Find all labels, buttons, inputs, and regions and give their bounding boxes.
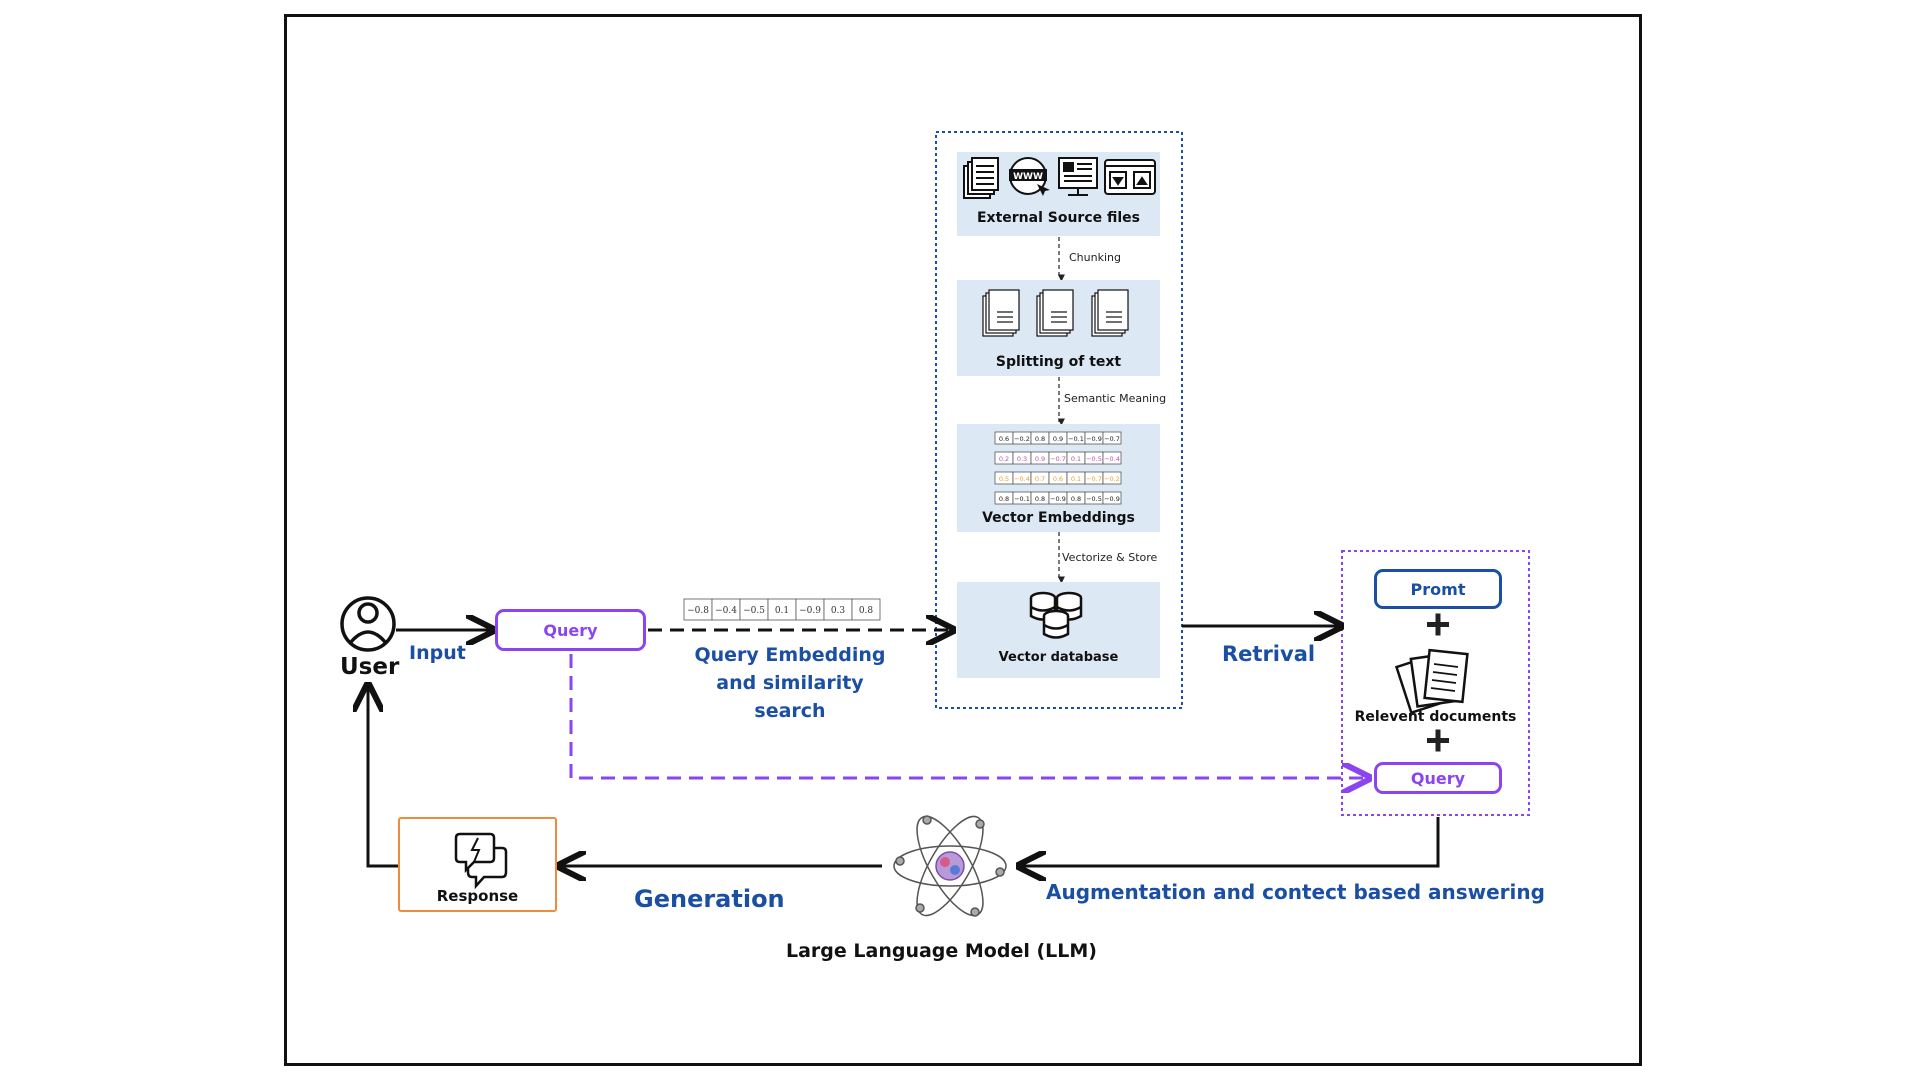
response-label: Response <box>436 887 519 905</box>
matrix-value: −0.9 <box>1104 495 1120 503</box>
llm-label: Large Language Model (LLM) <box>786 940 1097 962</box>
webpage-icon <box>1058 157 1098 196</box>
embedding-value: 0.1 <box>775 606 789 616</box>
matrix-value: −0.4 <box>1104 455 1120 463</box>
query-embedding-line: search <box>754 700 826 722</box>
documents-stack-icon <box>1394 648 1469 715</box>
vector-database-title: Vector database <box>998 650 1119 665</box>
matrix-value: −0.7 <box>1086 475 1102 483</box>
response-box[interactable]: Response <box>398 817 557 912</box>
query-box[interactable]: Query <box>495 609 646 651</box>
matrix-value: −0.2 <box>1104 475 1120 483</box>
query-box-label: Query <box>543 620 598 640</box>
chat-bubble-icon <box>454 832 508 890</box>
split-docs-icons <box>982 289 1129 337</box>
user-icon <box>340 596 396 652</box>
database-icon <box>1029 591 1083 639</box>
download-upload-icon <box>1104 159 1156 195</box>
splitting-panel: Splitting of text <box>957 280 1160 376</box>
embedding-value: −0.4 <box>715 606 737 616</box>
matrix-value: −0.1 <box>1014 495 1030 503</box>
matrix-value: −0.7 <box>1104 435 1120 443</box>
embedding-value: 0.8 <box>859 606 874 616</box>
embedding-value: −0.5 <box>743 606 765 616</box>
llm-atom-icon <box>893 815 1007 917</box>
matrix-value: 0.1 <box>1071 455 1081 463</box>
external-source-icons: WWW <box>963 157 1156 199</box>
embedding-cell <box>851 598 881 621</box>
external-source-panel: WWW External Source files <box>957 152 1160 236</box>
vector-embeddings-title: Vector Embeddings <box>982 510 1135 526</box>
embedding-value: −0.9 <box>799 606 821 616</box>
diagram-frame <box>284 14 1642 1066</box>
response-arrow <box>368 688 398 868</box>
augment-query-box[interactable]: Query <box>1374 762 1502 794</box>
query-embedding-line: and similarity <box>716 672 864 694</box>
generation-label: Generation <box>634 885 785 913</box>
relevant-documents-label: Relevent documents <box>1354 709 1517 725</box>
document-pages-icon <box>1036 289 1074 337</box>
matrix-value: 0.9 <box>1035 455 1045 463</box>
matrix-value: 0.6 <box>1053 475 1063 483</box>
prompt-box-label: Promt <box>1410 579 1466 599</box>
matrix-cell <box>1102 451 1122 465</box>
matrix-value: −0.5 <box>1086 455 1102 463</box>
query-embedding-label: Query Embedding and similarity search <box>690 641 890 725</box>
documents-icon <box>963 157 999 199</box>
query-embedding-line: Query Embedding <box>694 644 886 666</box>
matrix-value: 0.2 <box>999 455 1009 463</box>
matrix-value: 0.8 <box>1035 495 1045 503</box>
vectorize-store-label: Vectorize & Store <box>1062 551 1158 564</box>
matrix-value: 0.9 <box>1053 435 1063 443</box>
svg-text:WWW: WWW <box>1013 172 1043 182</box>
matrix-cell <box>1102 431 1122 445</box>
input-label: Input <box>409 642 466 664</box>
embedding-value: 0.3 <box>831 606 846 616</box>
embedding-value: −0.8 <box>687 606 709 616</box>
augment-query-label: Query <box>1410 768 1466 788</box>
matrix-value: 0.8 <box>999 495 1009 503</box>
augmentation-arrow <box>1022 817 1440 866</box>
matrix-value: 0.1 <box>1071 475 1081 483</box>
augmentation-label: Augmentation and contect based answering <box>1046 880 1545 904</box>
augmentation-container <box>1341 550 1530 816</box>
retrival-label: Retrival <box>1222 642 1316 666</box>
matrix-cell <box>1102 471 1122 485</box>
matrix-value: 0.3 <box>1017 455 1027 463</box>
matrix-value: 0.7 <box>1035 475 1045 483</box>
prompt-box[interactable]: Promt <box>1374 569 1502 609</box>
matrix-value: −0.1 <box>1068 435 1084 443</box>
vector-database-panel: Vector database <box>957 582 1160 678</box>
query-forward-arrow <box>569 654 1366 778</box>
chunking-label: Chunking <box>1069 251 1121 264</box>
plus-icon <box>1427 729 1449 752</box>
matrix-value: −0.5 <box>1086 495 1102 503</box>
semantic-meaning-label: Semantic Meaning <box>1064 392 1167 405</box>
matrix-value: −0.4 <box>1014 475 1030 483</box>
matrix-value: 0.5 <box>999 475 1009 483</box>
www-icon: WWW <box>1009 157 1050 196</box>
pipeline-container <box>935 131 1183 709</box>
plus-icon <box>1427 613 1449 636</box>
user-label: User <box>340 654 400 680</box>
document-pages-icon <box>1091 289 1129 337</box>
matrix-value: −0.7 <box>1050 455 1066 463</box>
query-embedding-vector: −0.8 −0.4 −0.5 0.1 −0.9 0.3 0.8 <box>683 598 881 621</box>
external-source-title: External Source files <box>976 210 1141 226</box>
matrix-value: −0.9 <box>1086 435 1102 443</box>
splitting-title: Splitting of text <box>995 354 1122 370</box>
matrix-value: 0.8 <box>1035 435 1045 443</box>
matrix-value: −0.2 <box>1014 435 1030 443</box>
document-pages-icon <box>982 289 1020 337</box>
matrix-value: −0.9 <box>1050 495 1066 503</box>
matrix-cell <box>1102 491 1122 505</box>
matrix-value: 0.8 <box>1071 495 1081 503</box>
matrix-value: 0.6 <box>999 435 1009 443</box>
